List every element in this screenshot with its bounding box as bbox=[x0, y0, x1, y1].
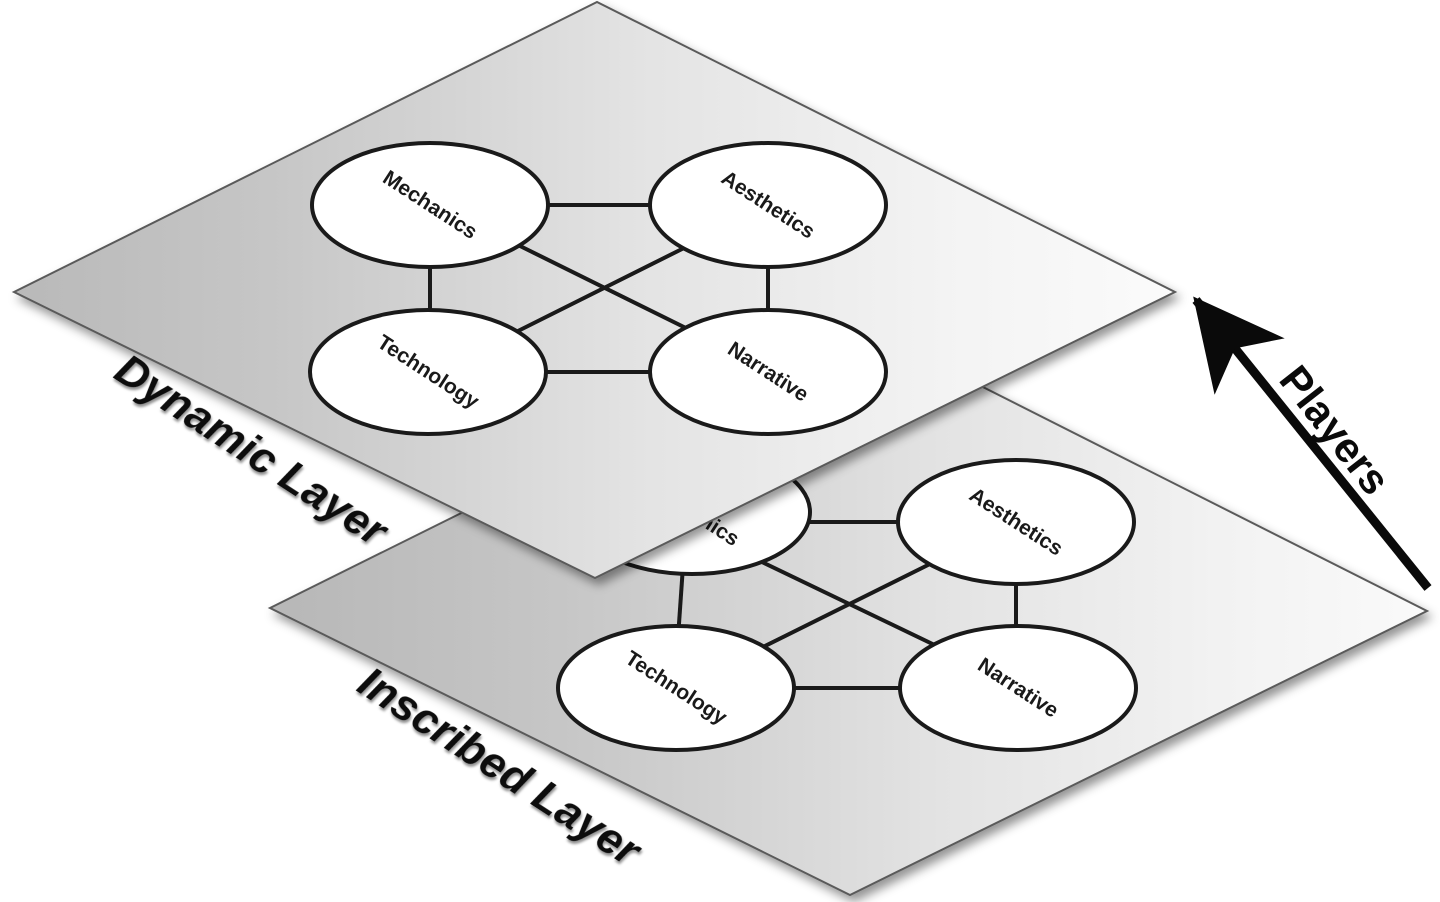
edge-mechanics-narrative bbox=[515, 242, 699, 336]
edge-aesthetics-technology bbox=[511, 242, 693, 336]
node-ellipse[interactable] bbox=[648, 141, 888, 269]
node-technology-dynamic[interactable]: Technology bbox=[308, 308, 548, 436]
node-ellipse[interactable] bbox=[898, 624, 1138, 752]
dynamic-layer-plane bbox=[11, 0, 1178, 580]
players-arrow-icon bbox=[1192, 296, 1432, 591]
players-axis-label: Players bbox=[1270, 357, 1399, 504]
node-aesthetics-dynamic[interactable]: Aesthetics bbox=[648, 141, 888, 269]
node-technology-inscribed[interactable]: Technology bbox=[556, 624, 796, 752]
dynamic-layer-group: Mechanics Aesthetics Technology Narrativ… bbox=[11, 0, 1178, 580]
node-narrative-dynamic[interactable]: Narrative bbox=[648, 308, 888, 436]
node-ellipse[interactable] bbox=[556, 624, 796, 752]
edge-mechanics-narrative bbox=[761, 560, 946, 652]
edge-aesthetics-technology bbox=[756, 558, 939, 652]
dynamic-layer-nodes: Mechanics Aesthetics Technology Narrativ… bbox=[308, 141, 888, 436]
node-narrative-inscribed[interactable]: Narrative bbox=[898, 624, 1138, 752]
node-ellipse[interactable] bbox=[310, 141, 550, 269]
node-ellipse[interactable] bbox=[896, 458, 1136, 586]
node-ellipse[interactable] bbox=[648, 308, 888, 436]
node-ellipse[interactable] bbox=[308, 308, 548, 436]
node-mechanics-dynamic[interactable]: Mechanics bbox=[310, 141, 550, 269]
node-aesthetics-inscribed[interactable]: Aesthetics bbox=[896, 458, 1136, 586]
